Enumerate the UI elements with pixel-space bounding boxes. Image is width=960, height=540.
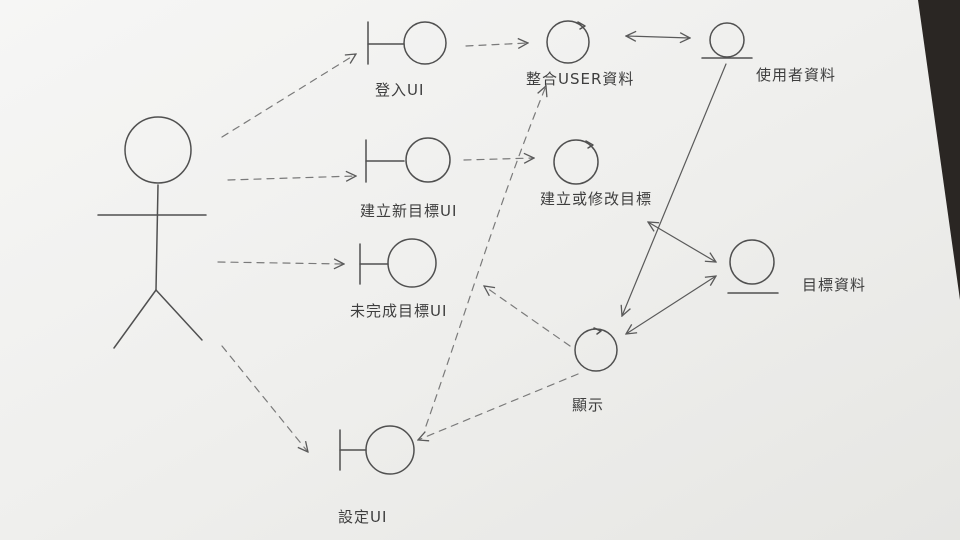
user-data-to-display-arrow [622, 63, 727, 316]
login-ui-to-integrate-arrow [465, 43, 528, 46]
entity-goal-data: 目標資料 [727, 239, 866, 294]
create-modify-to-goal-data-arrow [648, 222, 716, 262]
login-ui-label: 登入UI [375, 81, 424, 99]
actor-to-create-goal-ui-arrow [227, 176, 356, 180]
settings-ui-label: 設定UI [338, 508, 387, 526]
boundary-settings-ui: 設定UI [338, 425, 415, 526]
integrate-user-data-label: 整合USER資料 [526, 70, 634, 88]
boundary-create-goal-ui: 建立新目標UI [360, 137, 457, 220]
display-to-settings-ui-arrow [418, 373, 579, 440]
display-to-complete-goal-ui-arrow [484, 286, 571, 347]
actor-to-login-ui-arrow [221, 54, 356, 138]
control-display: 顯示 [572, 327, 618, 414]
create-goal-ui-label: 建立新目標UI [360, 202, 457, 220]
user-data-label: 使用者資料 [756, 66, 836, 84]
control-integrate-user-data: 整合USER資料 [526, 20, 634, 88]
create-goal-ui-to-create-modify-arrow [463, 158, 534, 160]
settings-ui-to-integrate-arrow [425, 86, 546, 427]
integrate-to-user-data-arrow [626, 36, 690, 38]
complete-goal-ui-label: 未完成目標UI [350, 302, 447, 320]
display-label: 顯示 [572, 396, 604, 414]
entity-user-data: 使用者資料 [701, 22, 836, 84]
create-or-modify-goal-label: 建立或修改目標 [540, 190, 652, 208]
actor-to-settings-ui-arrow [221, 345, 308, 452]
boundary-complete-goal-ui: 未完成目標UI [350, 238, 447, 320]
actor-to-complete-goal-ui-arrow [217, 262, 344, 264]
control-create-or-modify-goal: 建立或修改目標 [540, 139, 652, 208]
goal-data-to-display-arrow [626, 276, 716, 334]
actor-stick-figure [97, 116, 207, 349]
boundary-login-ui: 登入UI [367, 21, 447, 99]
goal-data-label: 目標資料 [802, 276, 866, 294]
